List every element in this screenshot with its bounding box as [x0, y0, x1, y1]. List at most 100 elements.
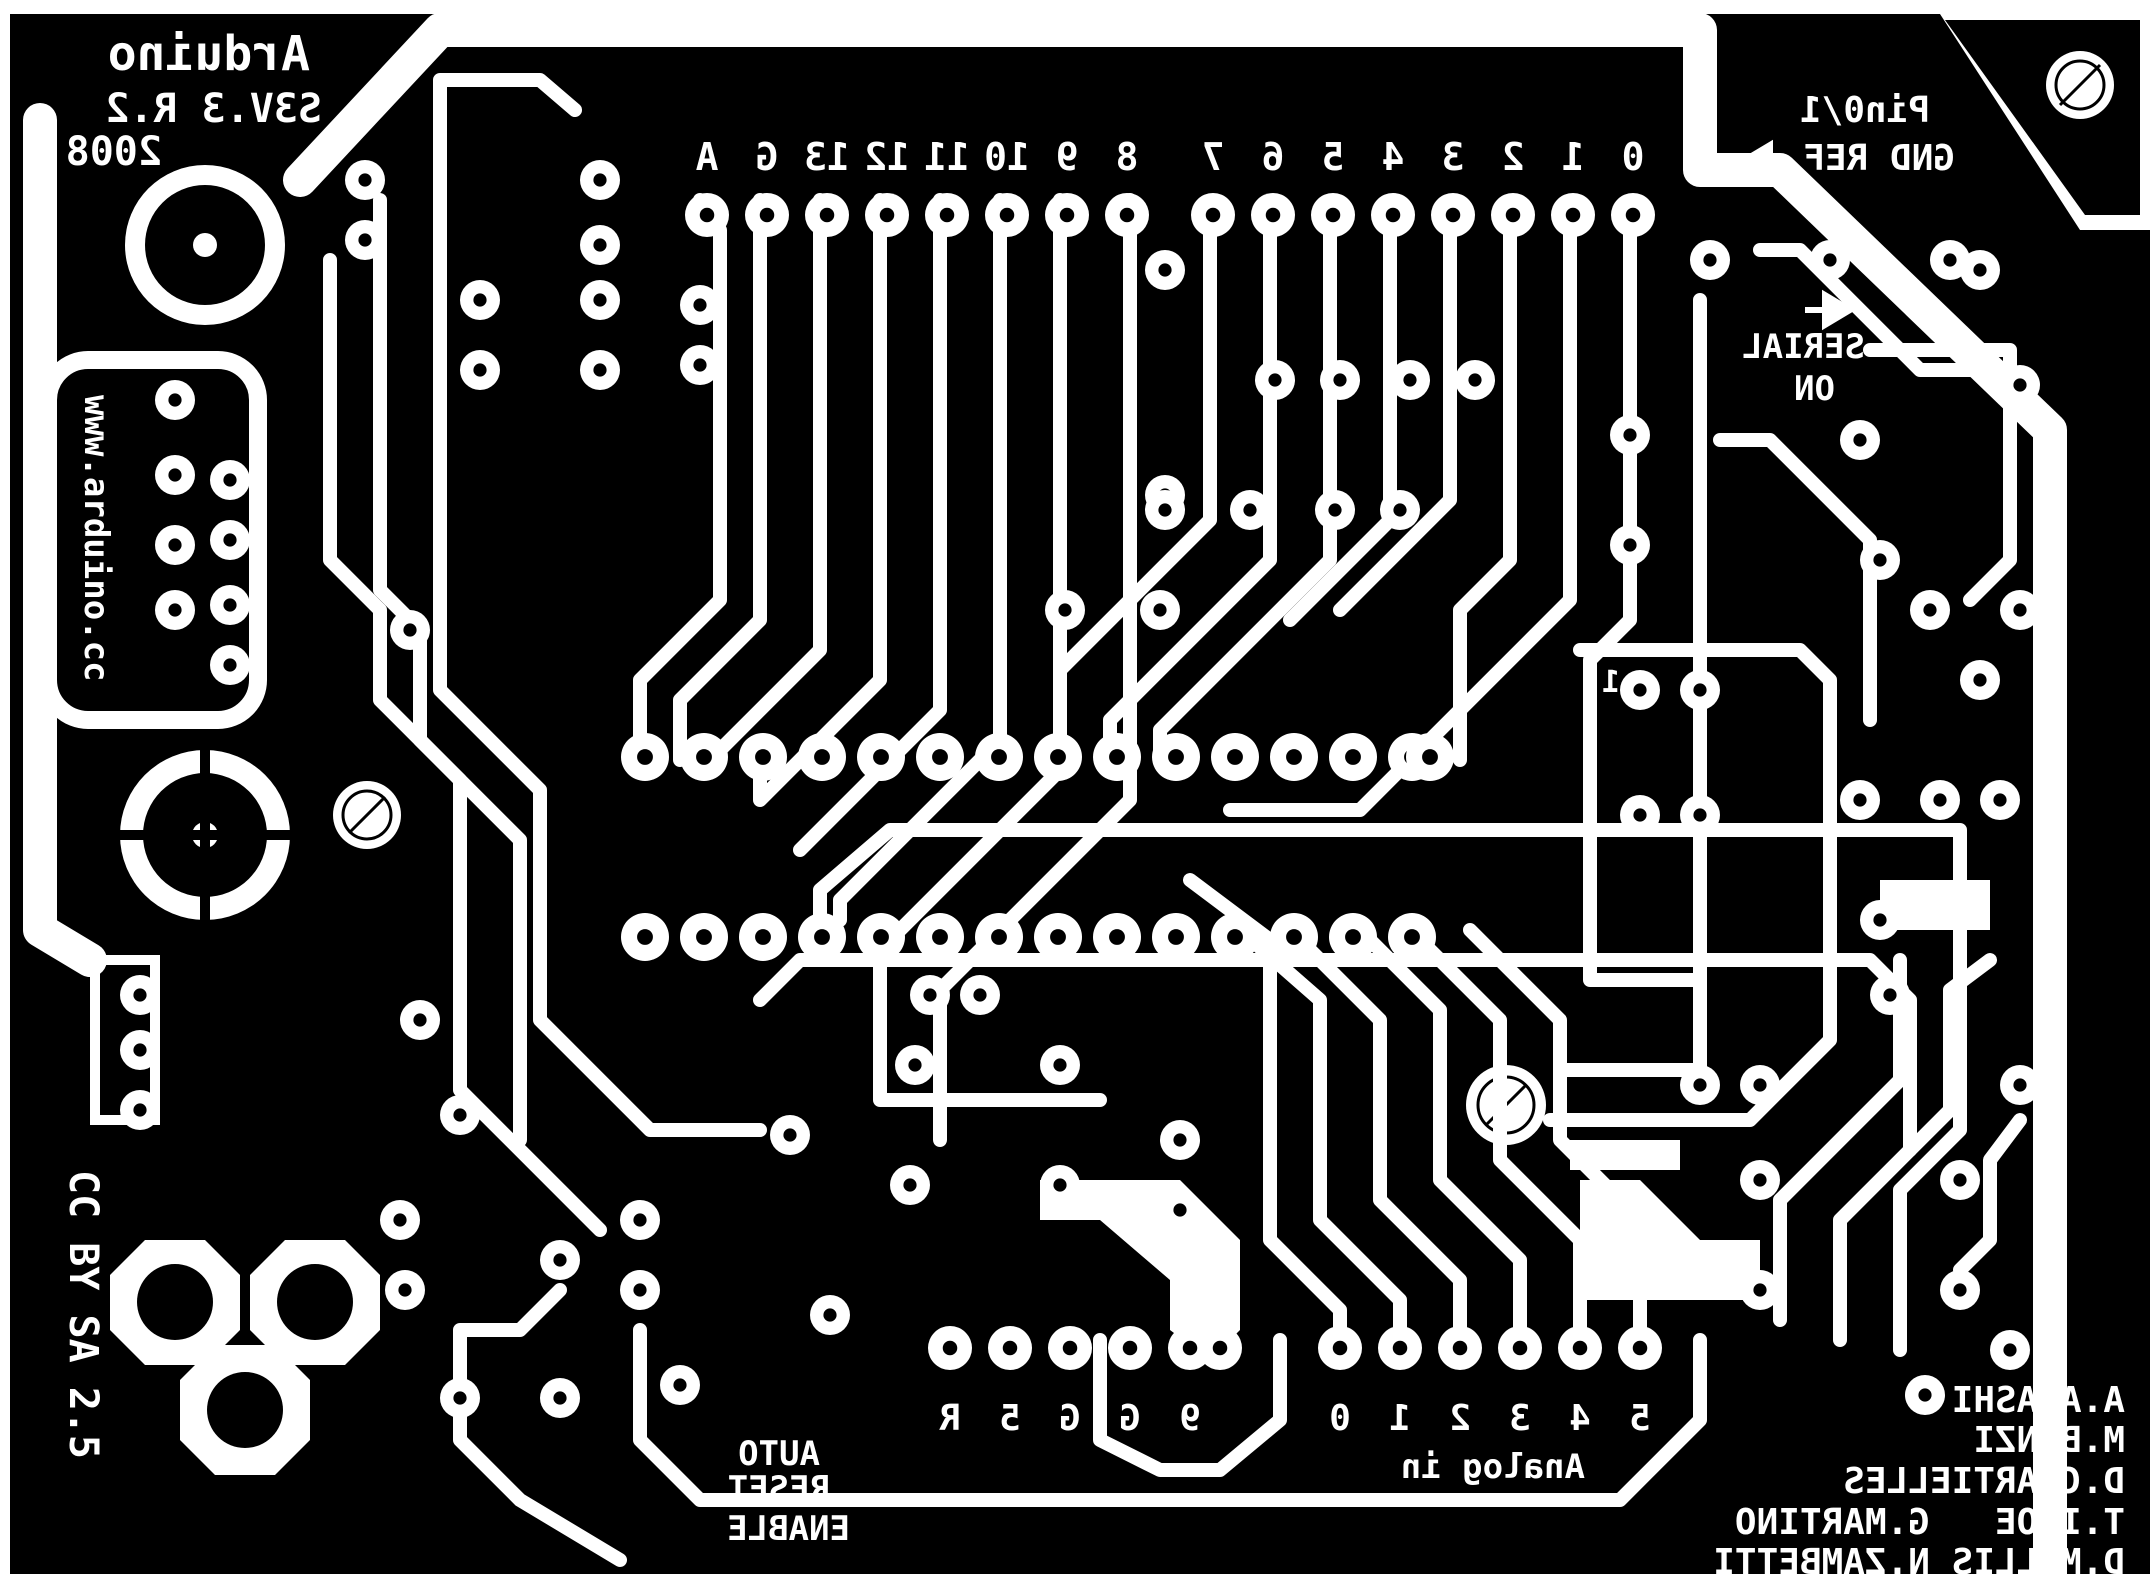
- misc-pad: [1040, 1045, 1080, 1085]
- analog-header-label: 2: [1449, 1398, 1471, 1439]
- title-line-2: S3V.3 R.2: [105, 86, 322, 132]
- ic-pin: [621, 913, 669, 961]
- ic-pin: [680, 913, 728, 961]
- misc-pad: [1230, 490, 1270, 530]
- misc-pad: [345, 220, 385, 260]
- credit-line-5: D.MELLIS N.ZAMBETTI: [1713, 1542, 2125, 1583]
- misc-pad: [810, 1295, 850, 1335]
- gndref-label: GND REF: [1803, 138, 1955, 179]
- license-label: CC BY SA 2.5: [60, 1170, 106, 1459]
- analog-header-pin: [1498, 1326, 1542, 1370]
- misc-pad: [1145, 490, 1185, 530]
- header-pin-label: 9: [1056, 135, 1079, 179]
- credit-line-2: M.BANZI: [1973, 1420, 2125, 1461]
- ic-pin: [1034, 733, 1082, 781]
- header-pin-label: 10: [984, 135, 1030, 179]
- misc-pad: [580, 225, 620, 265]
- misc-pad: [1045, 590, 1085, 630]
- header-pin: [1371, 193, 1415, 237]
- arrow-right-icon: [1805, 289, 1856, 331]
- misc-pad: [1960, 660, 2000, 700]
- misc-pad: [460, 350, 500, 390]
- misc-pad: [1740, 1160, 1780, 1200]
- header-pin: [985, 193, 1029, 237]
- power-header-pin: [928, 1326, 972, 1370]
- credit-line-1: A.AKASHI: [1952, 1380, 2125, 1421]
- misc-pad: [1140, 590, 1180, 630]
- misc-pad: [2000, 365, 2040, 405]
- title-block: Arduino S3V.3 R.2 2008: [66, 26, 322, 175]
- misc-pad: [1040, 1165, 1080, 1205]
- misc-pad: [385, 1270, 425, 1310]
- header-pin-label: 11: [924, 135, 970, 179]
- title-line-3: 2008: [66, 129, 162, 175]
- misc-pad: [1255, 360, 1295, 400]
- bottom-header-pins: [928, 1326, 1662, 1370]
- ic-pin: [916, 733, 964, 781]
- misc-pad: [120, 975, 160, 1015]
- ic-pin: [1093, 913, 1141, 961]
- misc-pad: [210, 520, 250, 560]
- auto-reset-line-1: AUTO: [738, 1434, 820, 1474]
- ic-pin: [1211, 913, 1259, 961]
- arrow-left-icon: [1739, 139, 1790, 181]
- ic-pin: [1329, 913, 1377, 961]
- ic-pin: [1211, 733, 1259, 781]
- misc-pad: [1455, 360, 1495, 400]
- misc-pad: [380, 1200, 420, 1240]
- misc-pads: [120, 160, 2040, 1418]
- analog-header-label: 5: [1629, 1398, 1651, 1439]
- misc-pad: [1610, 415, 1650, 455]
- misc-pad: [910, 975, 950, 1015]
- credit-line-3: D.CUARTIELLES: [1843, 1461, 2125, 1502]
- power-header-pin: [1108, 1326, 1152, 1370]
- misc-pad: [1620, 670, 1660, 710]
- misc-pad: [620, 1200, 660, 1240]
- analog-header-pin: [1318, 1326, 1362, 1370]
- misc-pad: [580, 160, 620, 200]
- misc-pad: [390, 610, 430, 650]
- misc-pad: [210, 460, 250, 500]
- ic-pin: [1406, 733, 1454, 781]
- header-pin: [1311, 193, 1355, 237]
- misc-pad: [1940, 1270, 1980, 1310]
- misc-pad: [460, 280, 500, 320]
- misc-pad: [660, 1365, 700, 1405]
- misc-pad: [1905, 1375, 1945, 1415]
- ic-socket: [621, 733, 1454, 961]
- misc-pad: [540, 1378, 580, 1418]
- misc-pad: [1870, 975, 1910, 1015]
- header-pin-label: 4: [1382, 135, 1405, 179]
- misc-pad: [895, 1045, 935, 1085]
- power-header-pin: [988, 1326, 1032, 1370]
- mounting-hole-top-right: [2046, 51, 2114, 119]
- analog-header-pin: [1378, 1326, 1422, 1370]
- misc-pad: [620, 1270, 660, 1310]
- header-pin-label: 12: [864, 135, 910, 179]
- misc-pad: [1315, 490, 1355, 530]
- misc-pad: [1990, 1330, 2030, 1370]
- misc-pad: [680, 285, 720, 325]
- header-pin-label: 2: [1502, 135, 1525, 179]
- misc-pad: [2000, 1065, 2040, 1105]
- header-pin: [1045, 193, 1089, 237]
- power-header-label: 9: [1179, 1398, 1201, 1439]
- analog-header-pin: [1558, 1326, 1602, 1370]
- misc-pad: [1390, 360, 1430, 400]
- power-header-label: G: [1119, 1398, 1141, 1439]
- header-pin-label: 13: [804, 135, 850, 179]
- misc-pad: [345, 160, 385, 200]
- misc-pad: [400, 1000, 440, 1040]
- header-pin: [1105, 193, 1149, 237]
- misc-pad: [210, 585, 250, 625]
- power-header-label: 5: [999, 1398, 1021, 1439]
- ic-pin: [739, 733, 787, 781]
- misc-pad: [1160, 1120, 1200, 1160]
- analog-header-label: 0: [1329, 1398, 1351, 1439]
- ic-pin1-label: 1: [1602, 665, 1620, 700]
- misc-pad: [155, 525, 195, 565]
- misc-pad: [1860, 540, 1900, 580]
- header-pin: [1431, 193, 1475, 237]
